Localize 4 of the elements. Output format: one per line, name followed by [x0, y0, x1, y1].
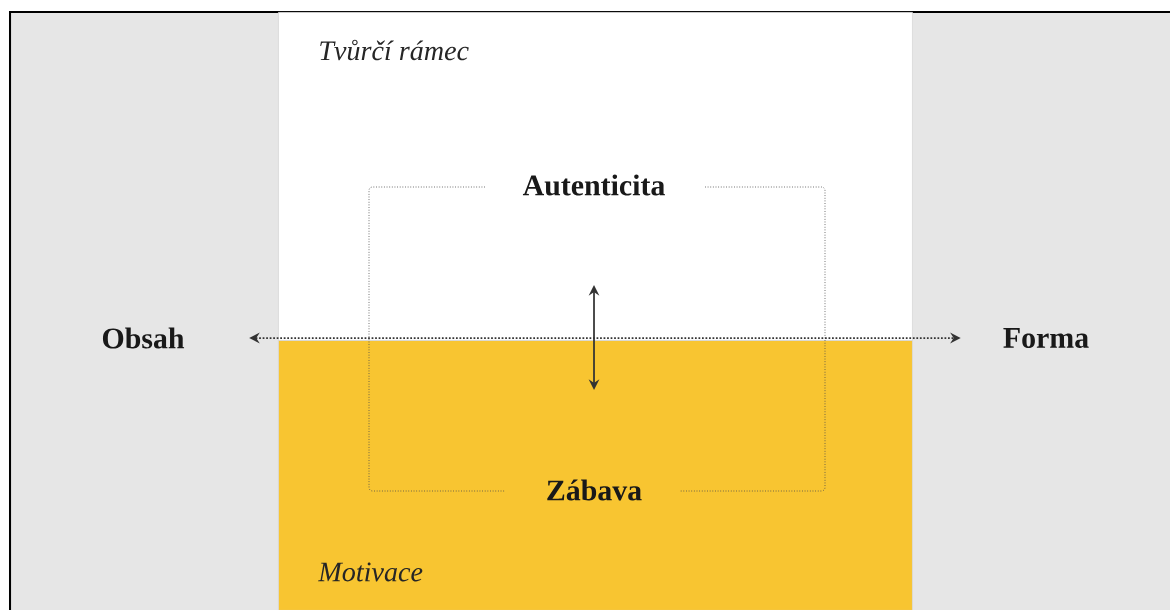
- node-label: Autenticita: [522, 174, 665, 196]
- axis-label: Forma: [1003, 328, 1089, 348]
- axis-label: Obsah: [102, 327, 185, 349]
- node-label: Zábava: [547, 479, 642, 501]
